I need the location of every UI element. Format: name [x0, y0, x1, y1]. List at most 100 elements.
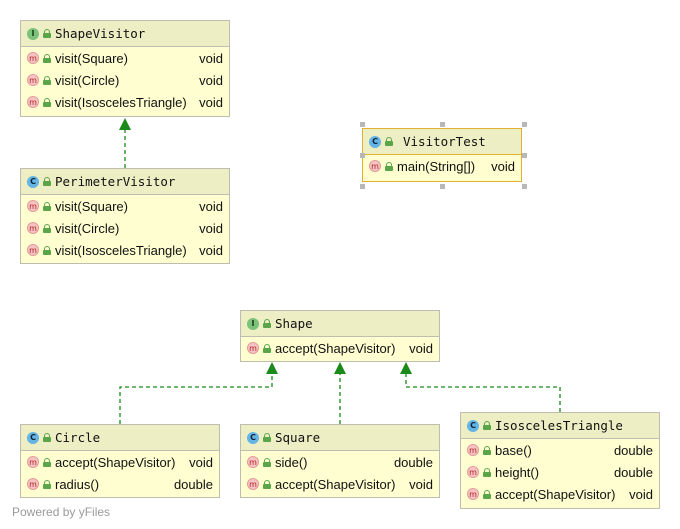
selection-handle[interactable]	[360, 153, 365, 158]
method-row[interactable]: m accept(ShapeVisitor) void	[241, 473, 439, 495]
public-lock-icon	[43, 75, 51, 85]
selection-handle[interactable]	[440, 184, 445, 189]
method-row[interactable]: m height() double	[461, 461, 659, 483]
method-name: base()	[495, 442, 532, 458]
arrowhead-shape-center	[334, 362, 346, 374]
public-lock-icon	[43, 433, 51, 442]
public-lock-icon	[43, 223, 51, 233]
node-shape[interactable]: I Shape m accept(ShapeVisitor) void	[240, 310, 440, 362]
method-return-type: double	[613, 464, 653, 480]
method-icon: m	[27, 456, 39, 468]
method-name: visit(Square)	[55, 50, 128, 66]
interface-icon: I	[27, 27, 39, 40]
method-row[interactable]: m visit(Square) void	[21, 47, 229, 69]
public-lock-icon	[483, 421, 491, 430]
public-lock-icon	[263, 457, 271, 467]
method-return-type: void	[629, 486, 653, 502]
arrowhead-shape-right	[400, 362, 412, 374]
arrowhead-shape-left	[266, 362, 278, 374]
public-lock-icon	[43, 97, 51, 107]
method-name: accept(ShapeVisitor)	[275, 476, 396, 492]
selection-handle[interactable]	[360, 122, 365, 127]
node-title: Circle	[55, 430, 101, 445]
class-icon: C	[467, 419, 479, 432]
public-lock-icon	[43, 53, 51, 63]
method-icon: m	[369, 160, 381, 172]
class-icon: C	[27, 175, 39, 188]
method-return-type: void	[199, 198, 223, 214]
node-header: C PerimeterVisitor	[21, 169, 229, 195]
node-header: I Shape	[241, 311, 439, 337]
method-icon: m	[467, 488, 479, 500]
method-icon: m	[27, 244, 39, 256]
public-lock-icon	[483, 489, 491, 499]
method-icon: m	[247, 342, 259, 354]
method-icon: m	[467, 466, 479, 478]
node-circle[interactable]: C Circle m accept(ShapeVisitor) void m r…	[20, 424, 220, 498]
node-perimeter-visitor[interactable]: C PerimeterVisitor m visit(Square) void …	[20, 168, 230, 264]
method-return-type: double	[393, 454, 433, 470]
method-icon: m	[27, 96, 39, 108]
node-isosceles-triangle[interactable]: C IsoscelesTriangle m base() double m he…	[460, 412, 660, 509]
method-return-type: void	[189, 454, 213, 470]
method-row[interactable]: m visit(IsoscelesTriangle) void	[21, 239, 229, 261]
method-return-type: void	[199, 94, 223, 110]
public-lock-icon	[263, 343, 271, 353]
method-name: side()	[275, 454, 308, 470]
method-name: height()	[495, 464, 540, 480]
method-row[interactable]: m accept(ShapeVisitor) void	[21, 451, 219, 473]
method-row[interactable]: m radius() double	[21, 473, 219, 495]
method-name: accept(ShapeVisitor)	[275, 340, 396, 356]
public-lock-icon	[43, 479, 51, 489]
node-shape-visitor[interactable]: I ShapeVisitor m visit(Square) void m vi…	[20, 20, 230, 117]
method-icon: m	[247, 456, 259, 468]
method-row[interactable]: m accept(ShapeVisitor) void	[461, 483, 659, 505]
method-name: accept(ShapeVisitor)	[55, 454, 176, 470]
class-icon: C	[27, 431, 39, 444]
class-icon: C	[369, 135, 381, 148]
method-icon: m	[27, 478, 39, 490]
selection-handle[interactable]	[360, 184, 365, 189]
class-icon: C	[247, 431, 259, 444]
node-title: Shape	[275, 316, 313, 331]
method-row[interactable]: m side() double	[241, 451, 439, 473]
node-title: IsoscelesTriangle	[495, 418, 623, 433]
method-name: visit(Circle)	[55, 72, 120, 88]
method-row[interactable]: m main(String[]) void	[363, 155, 521, 177]
method-icon: m	[467, 444, 479, 456]
method-return-type: void	[409, 340, 433, 356]
selection-handle[interactable]	[522, 184, 527, 189]
public-lock-icon	[385, 137, 393, 146]
arrowhead-shapevisitor	[119, 118, 131, 130]
node-header: C IsoscelesTriangle	[461, 413, 659, 439]
node-title: VisitorTest	[403, 134, 486, 149]
method-row[interactable]: m visit(Circle) void	[21, 69, 229, 91]
node-header: C Circle	[21, 425, 219, 451]
node-visitor-test[interactable]: C VisitorTest m main(String[]) void	[362, 128, 522, 182]
method-name: visit(Circle)	[55, 220, 120, 236]
method-row[interactable]: m base() double	[461, 439, 659, 461]
public-lock-icon	[263, 433, 271, 442]
method-row[interactable]: m visit(IsoscelesTriangle) void	[21, 91, 229, 113]
node-title: ShapeVisitor	[55, 26, 146, 41]
method-row[interactable]: m visit(Circle) void	[21, 217, 229, 239]
method-row[interactable]: m accept(ShapeVisitor) void	[241, 337, 439, 359]
method-icon: m	[27, 52, 39, 64]
method-return-type: void	[199, 242, 223, 258]
node-square[interactable]: C Square m side() double m accept(ShapeV…	[240, 424, 440, 498]
public-lock-icon	[263, 479, 271, 489]
selection-handle[interactable]	[522, 122, 527, 127]
method-return-type: double	[613, 442, 653, 458]
edge-circle-to-shape	[119, 374, 273, 424]
powered-by-footer: Powered by yFiles	[12, 505, 111, 519]
method-name: visit(IsoscelesTriangle)	[55, 94, 187, 110]
method-row[interactable]: m visit(Square) void	[21, 195, 229, 217]
method-return-type: void	[491, 158, 515, 174]
edge-triangle-to-shape	[405, 374, 561, 412]
selection-handle[interactable]	[440, 122, 445, 127]
selection-handle[interactable]	[522, 153, 527, 158]
public-lock-icon	[43, 29, 51, 38]
method-icon: m	[247, 478, 259, 490]
method-icon: m	[27, 74, 39, 86]
